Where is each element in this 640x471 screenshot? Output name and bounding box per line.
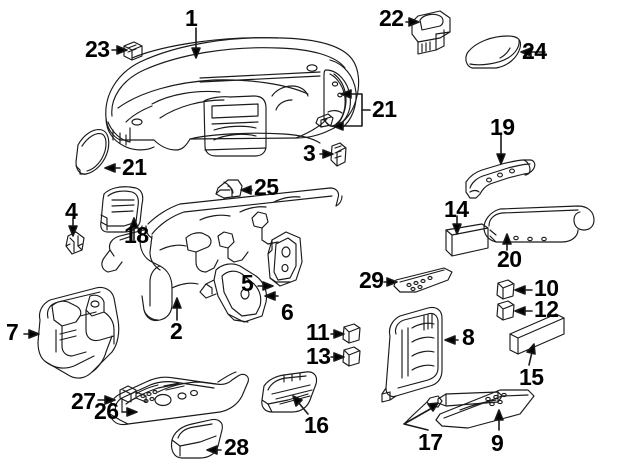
part-glove-box-lamp-housing bbox=[100, 186, 144, 233]
callout-label-8: 8 bbox=[462, 324, 475, 350]
part-instrument-panel-carrier bbox=[101, 187, 343, 322]
part-instrument-panel-assembly bbox=[105, 37, 360, 157]
part-reinforcement-bracket bbox=[465, 159, 536, 199]
part-grommet-upper bbox=[496, 279, 515, 300]
part-mounting-bracket-left bbox=[267, 231, 303, 287]
part-cover-panel bbox=[445, 223, 489, 257]
callout-label-1: 1 bbox=[185, 5, 198, 31]
callout-label-6: 6 bbox=[281, 299, 294, 325]
part-center-air-vent-assembly bbox=[381, 306, 443, 403]
callout-label-20: 20 bbox=[497, 246, 522, 272]
part-retainer-upper bbox=[342, 323, 361, 344]
part-ashtray-insert bbox=[261, 371, 318, 413]
callout-label-7: 7 bbox=[6, 319, 19, 345]
part-clip-nut bbox=[330, 142, 347, 167]
callout-label-28: 28 bbox=[224, 434, 249, 460]
callout-label-4: 4 bbox=[65, 198, 78, 224]
callout-label-5: 5 bbox=[241, 270, 254, 296]
callout-label-17: 17 bbox=[418, 429, 443, 455]
callout-label-29: 29 bbox=[359, 267, 384, 293]
part-mounting-clip bbox=[215, 179, 243, 199]
callout-label-16: 16 bbox=[304, 412, 329, 438]
part-small-clip-21 bbox=[315, 113, 334, 128]
part-mounting-bracket-right bbox=[199, 263, 268, 323]
callout-label-26: 26 bbox=[94, 398, 119, 424]
callout-label-15: 15 bbox=[519, 364, 544, 390]
callout-label-13: 13 bbox=[306, 343, 331, 369]
part-retainer-clip bbox=[123, 41, 143, 61]
callout-label-27: 27 bbox=[71, 388, 96, 414]
part-retainer-lower bbox=[342, 346, 361, 367]
part-fastener-clip bbox=[65, 231, 85, 255]
leader-lines bbox=[23, 17, 546, 455]
callout-label-25: 25 bbox=[254, 174, 279, 200]
callout-label-12: 12 bbox=[534, 296, 559, 322]
part-storage-tray bbox=[170, 418, 223, 459]
part-heater-air-duct-housing bbox=[37, 286, 120, 379]
callout-label-10: 10 bbox=[534, 275, 559, 301]
part-side-cover bbox=[509, 313, 565, 355]
callout-label-24: 24 bbox=[522, 38, 547, 64]
part-glove-box-door bbox=[108, 371, 249, 426]
callout-label-9: 9 bbox=[491, 430, 504, 456]
callout-label-3: 3 bbox=[303, 140, 316, 166]
part-speaker-grille bbox=[393, 267, 453, 293]
part-switch-assembly bbox=[411, 10, 451, 55]
callout-label-18: 18 bbox=[124, 222, 149, 248]
part-lower-trim-panel bbox=[435, 389, 535, 429]
callout-label-14: 14 bbox=[444, 196, 469, 222]
part-trim-cover bbox=[465, 35, 522, 69]
part-latch-striker bbox=[119, 385, 147, 403]
callout-label-23: 23 bbox=[85, 36, 110, 62]
callout-label-22: 22 bbox=[379, 5, 404, 31]
callout-label-2: 2 bbox=[170, 318, 183, 344]
callout-label-11: 11 bbox=[306, 319, 330, 345]
callout-label-21-left: 21 bbox=[122, 154, 147, 180]
part-support-bracket bbox=[483, 205, 595, 243]
callout-label-21-right: 21 bbox=[372, 96, 397, 122]
callout-label-19: 19 bbox=[490, 114, 515, 140]
part-grommet-lower bbox=[496, 300, 515, 321]
part-side-defroster-grille-left bbox=[75, 129, 110, 175]
part-hinge-pin bbox=[403, 391, 503, 425]
